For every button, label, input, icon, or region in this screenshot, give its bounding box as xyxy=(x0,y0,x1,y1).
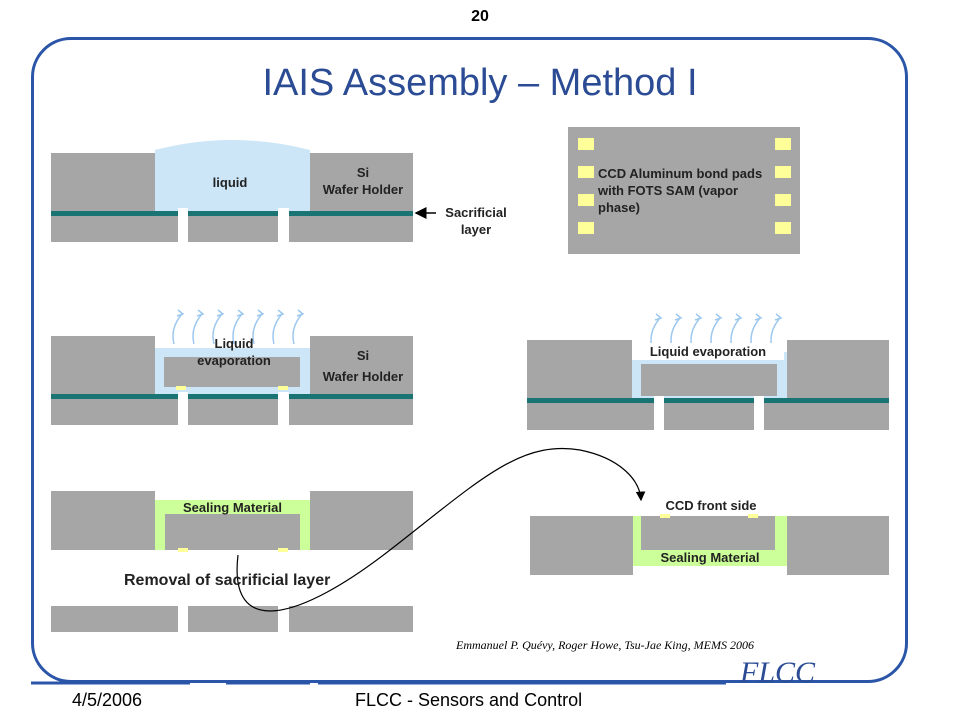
wafer-holder-label-2: Wafer Holder xyxy=(322,369,404,384)
wafer-holder-left xyxy=(51,491,155,550)
bond-pad xyxy=(775,222,791,234)
substrate-left xyxy=(51,216,178,242)
panel-ccd-front-side xyxy=(530,514,889,575)
sacrificial-label-2: layer xyxy=(460,222,492,237)
si-label: Si xyxy=(356,165,370,180)
evaporation-arrows xyxy=(172,309,305,345)
bond-pad xyxy=(578,138,594,150)
liquid-evaporation-label: Liquid evaporation xyxy=(632,343,784,360)
panel-sealing-removal xyxy=(51,491,413,632)
wafer-holder-right xyxy=(310,336,413,394)
sacrificial-label-1: Sacrificial xyxy=(445,205,507,220)
footer-center: FLCC - Sensors and Control xyxy=(355,690,583,710)
bond-pad xyxy=(775,166,791,178)
bond-pad xyxy=(775,194,791,206)
panel-liquid-wafer-holder xyxy=(51,140,436,242)
sacrificial-layer xyxy=(51,394,413,399)
ccd-chip xyxy=(568,127,800,254)
bond-pad xyxy=(578,194,594,206)
liquid-meniscus xyxy=(155,140,310,150)
page-number: 20 xyxy=(471,8,489,25)
liquid-evap-label-2: evaporation xyxy=(197,353,271,368)
sacrificial-layer xyxy=(527,398,889,403)
sealing-material-label-2: Sealing Material xyxy=(660,550,760,565)
wafer-holder-left xyxy=(51,336,155,394)
sealing-material-label: Sealing Material xyxy=(183,500,282,515)
panel-liquid-evaporation-left xyxy=(51,309,413,425)
bond-pad xyxy=(578,222,594,234)
liquid-region xyxy=(155,150,310,213)
ccd-bond-label: CCD Aluminum bond pads with FOTS SAM (va… xyxy=(598,166,763,215)
liquid-label: liquid xyxy=(212,175,248,190)
bond-pad xyxy=(578,166,594,178)
ccd-die xyxy=(165,514,300,550)
panel-liquid-evaporation-right xyxy=(527,313,889,430)
slide-title: IAIS Assembly – Method I xyxy=(262,62,698,104)
wafer-holder-left xyxy=(527,340,632,398)
ccd-die xyxy=(641,516,775,550)
wafer-holder-right xyxy=(787,340,889,398)
ccd-front-label: CCD front side xyxy=(665,498,757,513)
wafer-holder-left xyxy=(530,516,633,575)
ccd-die xyxy=(164,357,300,387)
bond-pad xyxy=(775,138,791,150)
sacrificial-layer xyxy=(51,211,413,216)
wafer-holder-right xyxy=(310,153,413,211)
removal-label: Removal of sacrificial layer xyxy=(124,572,331,589)
wafer-holder-right xyxy=(787,516,889,575)
ccd-die xyxy=(641,364,777,396)
wafer-holder-right xyxy=(310,491,413,550)
flip-arrow xyxy=(236,447,646,612)
substrate-right xyxy=(289,216,413,242)
footer-date: 4/5/2006 xyxy=(72,690,143,710)
si-label-2: Si xyxy=(356,348,370,363)
liquid-evap-label-1: Liquid xyxy=(214,336,254,351)
wafer-holder-label: Wafer Holder xyxy=(322,182,404,197)
citation: Emmanuel P. Quévy, Roger Howe, Tsu-Jae K… xyxy=(456,638,754,652)
flcc-logo: FLCC xyxy=(740,656,816,689)
substrate-middle xyxy=(188,216,278,242)
wafer-holder-left xyxy=(51,153,155,211)
